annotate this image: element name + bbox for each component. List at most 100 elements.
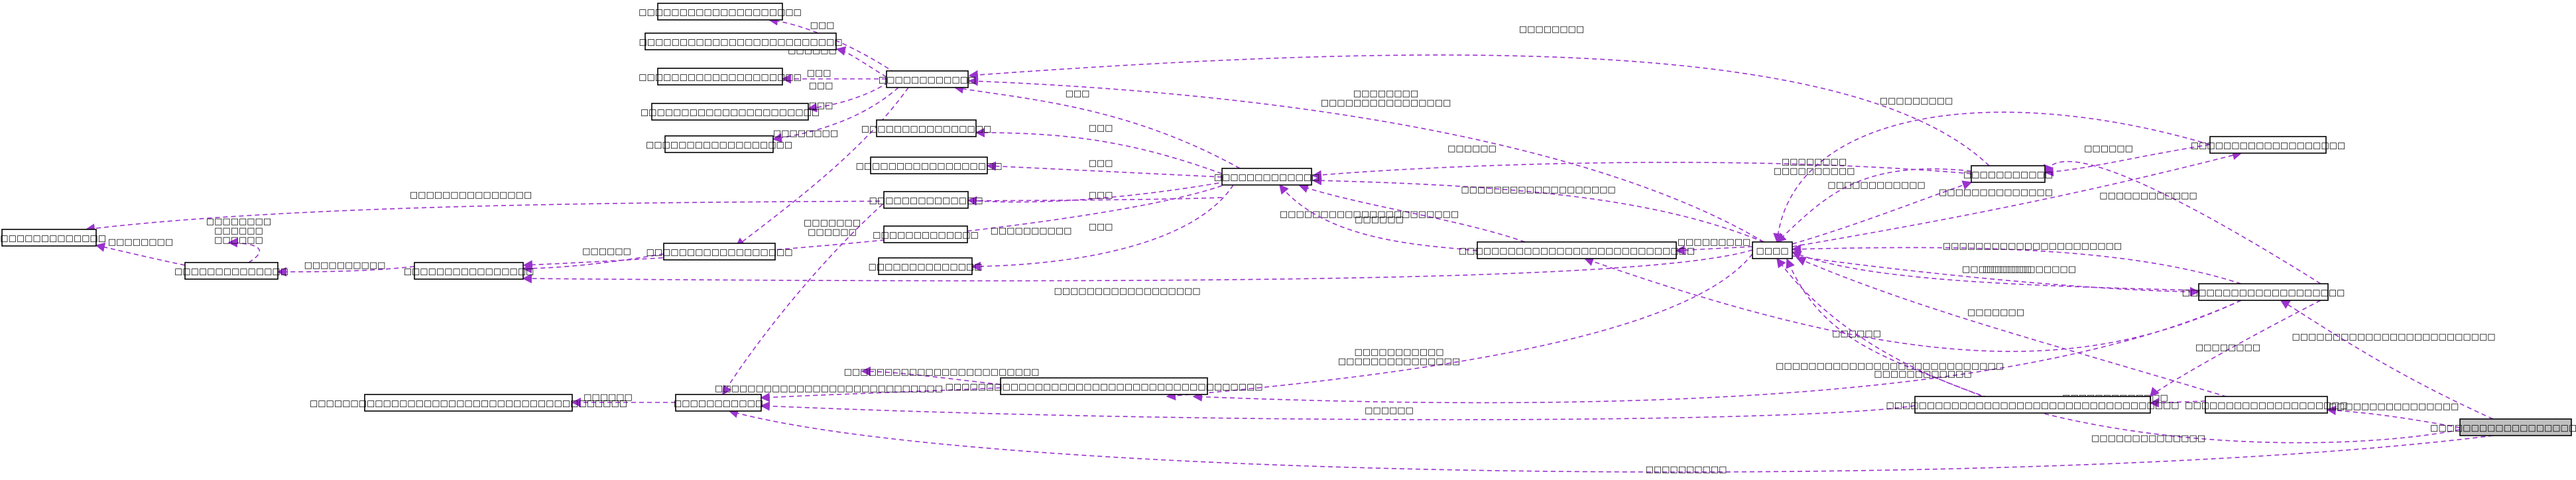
dependency-edge (1583, 257, 2242, 352)
node-box (414, 262, 524, 280)
edge-label: □□□□□□□ (1967, 308, 2024, 318)
node-box (657, 3, 783, 21)
node-box (1477, 241, 1677, 259)
edge-label: □□□□□□ (1355, 215, 1404, 225)
graph-node-r-a[interactable]: □□□□□□□□□□□ (1963, 165, 2053, 183)
node-label: □□□□□□□□□□□□□□□□□□□□□□□□□□□□□□□□□□□□□□□ (310, 399, 627, 409)
dependency-edge (2149, 398, 2206, 408)
edge-label: □□□□□□□□ (108, 237, 173, 247)
edge-label: □□□□□□□□ (2195, 343, 2260, 353)
graph-node-mid-r[interactable]: □□□□□□□□□□□□□□□□□□□□□□□□□□□□□ (1459, 241, 1695, 259)
node-box (876, 119, 977, 137)
node-label: □□□□□□□□□□□□□□ (869, 196, 983, 206)
dependency-edge (1791, 251, 2199, 291)
dependency-edge (522, 249, 1753, 284)
edge-label: □□□□□□□□□□ (991, 226, 1072, 236)
node-label: □□□□□□□□□□□ (674, 399, 763, 409)
edge-label: □□□□□□□□□□□□ (1874, 369, 1971, 379)
node-label: □□□□□□□□□□□ (1963, 170, 2053, 180)
node-box (878, 257, 973, 275)
edge-label: □□□□□□□□□□□□□ (804, 218, 861, 237)
graph-node-m-e[interactable]: □□□□□□□□□□□□□□ (869, 257, 983, 275)
node-box (1752, 241, 1793, 259)
graph-node-t-e[interactable]: □□□□□□□□□□□□□□□□□□ (646, 135, 792, 153)
graph-node-m-b[interactable]: □□□□□□□□□□□□□□□□□□ (855, 156, 1003, 174)
dependency-edge (1279, 184, 1478, 251)
graph-node-m-a[interactable]: □□□□□□□□□□□□□□□□ (861, 119, 992, 137)
graph-node-m-c[interactable]: □□□□□□□□□□□□□□ (869, 191, 983, 209)
edge-label: □□□ (809, 101, 833, 111)
dependency-edge (835, 46, 887, 78)
edge-label: □□□□□□□□□□□□□□□□ (2329, 402, 2459, 412)
node-box (1221, 168, 1312, 186)
graph-node-long-l[interactable]: □□□□□□□□□□□□□□□□□□□□□□□□□□□□□□□□□□□□□□□ (310, 394, 627, 412)
node-label: □□□□□□□□□□□□□□ (869, 263, 983, 272)
node-box (883, 191, 969, 209)
dependency-edge (1192, 300, 2242, 404)
node-label: □□□□□□□□□□□□□□□□ (404, 267, 534, 277)
graph-node-r-d[interactable]: □□□□□□□□□□□□□□□□□□□□□□□□□□□□□□□□□□□□ (1886, 396, 2179, 414)
graph-node-core[interactable]: □□□□ (1752, 241, 1793, 259)
node-label: □□□□ (1756, 247, 1788, 257)
graph-node-left1[interactable]: □□□□□□□□□□□□□□ (0, 229, 106, 247)
node-box (1914, 396, 2151, 414)
node-label: □□□□□□□□□□□□□ (1214, 173, 1320, 183)
dependency-edge (2280, 300, 2494, 420)
graph-node-left3[interactable]: □□□□□□□□□□□□□□□□ (404, 262, 534, 280)
node-label: □□□□□□□□□□□□□□□□□□□□ (639, 73, 802, 83)
dependency-edge (1773, 111, 2211, 243)
edge-label: □□□□□□□□□□□□□□□□□□□□□□□□□□□□ (1776, 361, 2004, 371)
node-label: □□□□□□□□□□□□□□□□□□□ (2191, 141, 2345, 151)
graph-node-t-c[interactable]: □□□□□□□□□□□□□□□□□□□□ (639, 68, 802, 86)
dependency-edge (1792, 150, 2242, 247)
node-label: □□□□□□□□□□□□□□□□□□□□□□□□□□□□□ (1459, 247, 1695, 257)
graph-node-hub3[interactable]: □□□□□□□□□□□ (674, 394, 763, 412)
graph-node-r-b[interactable]: □□□□□□□□□□□□□□□□□□□ (2191, 136, 2345, 154)
graph-node-hub2[interactable]: □□□□□□□□□□□□□ (1214, 168, 1320, 186)
graph-node-r-c[interactable]: □□□□□□□□□□□□□□□□□□□□ (2182, 283, 2345, 301)
node-box (1, 229, 97, 247)
node-box (657, 68, 783, 86)
edge-label: □□□□□□□□□□□□□□□□□□□□□□□□ (1321, 89, 1451, 108)
dependency-edge (971, 184, 1234, 272)
edge-label: □□□□□□□□□□□□□□□□□□ (1774, 157, 1855, 176)
edge-label: □□□ (809, 81, 833, 91)
node-box (651, 103, 809, 121)
edge-label: □□□ (807, 68, 831, 78)
edge-label: □□□□□□□□□□□□□□□□□□□□□□□□ (844, 367, 1040, 377)
node-label: □□□□□□□□□□□□□□□□□□ (855, 162, 1002, 172)
graph-node-t-a[interactable]: □□□□□□□□□□□□□□□□□□□□ (639, 3, 802, 21)
graph-node-t-d[interactable]: □□□□□□□□□□□□□□□□□□□□□□ (641, 103, 820, 121)
graph-node-mid-l[interactable]: □□□□□□□□□□□□□□□□□□ (646, 243, 793, 261)
node-label: □□□□□□□□□□□□□□□□ (861, 125, 992, 135)
node-label: □□□□□□□□□□□□□□ (0, 234, 106, 244)
dependency-edge (1791, 244, 2242, 284)
node-label: □□□□□□□□□□□□ (879, 76, 976, 86)
dependency-edge (1796, 257, 2235, 400)
graph-node-hub1[interactable]: □□□□□□□□□□□□ (879, 70, 976, 88)
dependency-edge (2326, 405, 2461, 428)
edge-label: □□□□□□ (582, 247, 631, 257)
dependency-edge (1792, 180, 1973, 245)
graph-node-long-m[interactable]: □□□□□□□□□□□□□□□□□□□□□□□□□□□□□□□□□□□□□□□ (945, 377, 1263, 395)
edge-label: □□□□□□□□ (773, 129, 838, 139)
node-label: □□□□□□□□□□□□□□□□□□□□□□□□□□□□□□□□□□□□□□□ (945, 383, 1262, 392)
graph-node-left2[interactable]: □□□□□□□□□□□□□□ (174, 262, 288, 280)
node-box (2209, 136, 2327, 154)
edge-label: □□□ (1089, 158, 1113, 168)
edge-label: □□□□□□ (1447, 144, 1497, 154)
node-box (883, 225, 968, 243)
dependency-edge (1312, 176, 1764, 243)
graph-node-t-b[interactable]: □□□□□□□□□□□□□□□□□□□□□□□□□ (639, 32, 843, 50)
graph-node-m-d[interactable]: □□□□□□□□□□□□□ (873, 225, 979, 243)
node-label: □□□□□□□□□□□□□□□□□□□□□ (2430, 424, 2576, 434)
edge-label: □□□□□□□□□□□□□□□□□□□□ (206, 217, 271, 245)
graph-node-target[interactable]: □□□□□□□□□□□□□□□□□□□□□ (2430, 418, 2576, 436)
node-box (184, 262, 278, 280)
dependency-edge (968, 54, 1990, 166)
graph-node-r-e[interactable]: □□□□□□□□□□□□□□□□□□□□ (2185, 396, 2348, 414)
node-label: □□□□□□□□□□□□□□□□□□□□□□□□□□□□□□□□□□□□ (1886, 401, 2179, 411)
edge-label: □□□□□□ (1365, 406, 1414, 416)
dependency-edge (95, 242, 186, 266)
edge-label: □□□□□□□□□□□□□□ (2091, 434, 2205, 444)
